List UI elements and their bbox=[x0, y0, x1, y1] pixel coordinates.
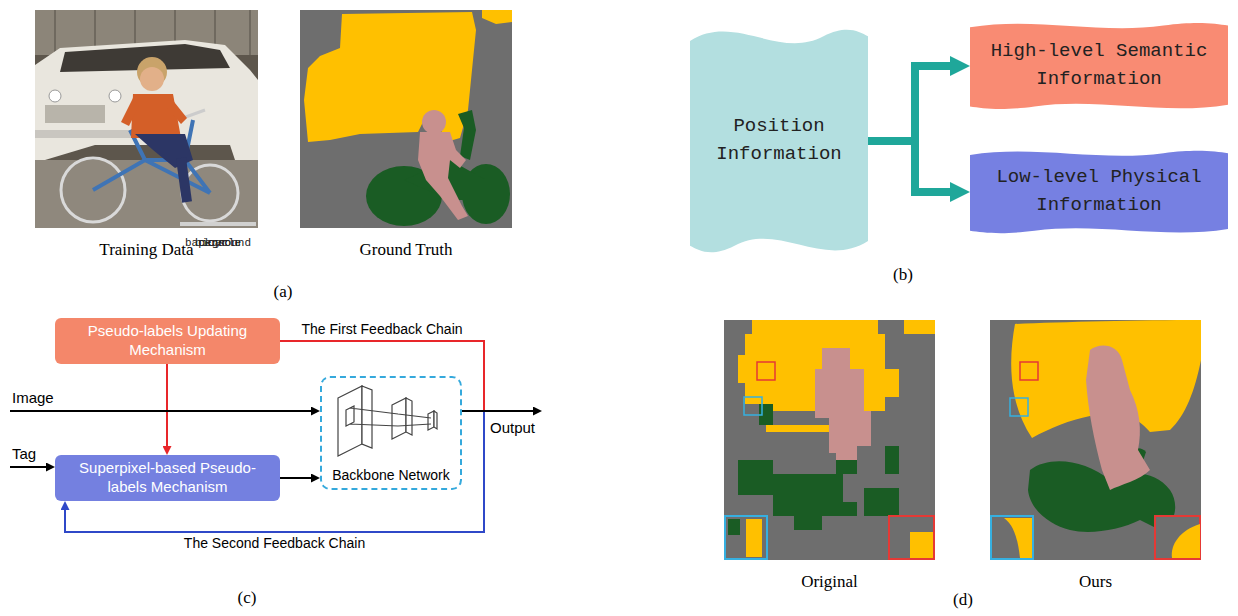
input-label: Image bbox=[12, 389, 54, 406]
cnn-sketch bbox=[338, 386, 437, 456]
original-result bbox=[836, 460, 857, 474]
ground-truth-mask bbox=[482, 10, 512, 24]
training-photo bbox=[181, 158, 187, 202]
panel-label: (b) bbox=[893, 265, 913, 285]
edge-label: The Second Feedback Chain bbox=[182, 535, 367, 551]
cnn-sketch bbox=[406, 398, 412, 435]
caption: Ground Truth bbox=[359, 240, 452, 260]
training-photo bbox=[49, 90, 61, 102]
our-result bbox=[1028, 461, 1175, 532]
our-result bbox=[990, 320, 1201, 560]
original-result bbox=[864, 488, 899, 516]
banner-shape bbox=[970, 151, 1228, 233]
our-result bbox=[1020, 362, 1038, 380]
info-banner: Low-level Physical Information bbox=[970, 148, 1228, 236]
original-result bbox=[724, 320, 935, 560]
photo-panel: Training Datacarpersonbicyclebackground bbox=[35, 10, 258, 228]
box-text: Superpixel-based Pseudo-labels Mechanism bbox=[75, 459, 260, 497]
original-result bbox=[904, 320, 935, 334]
panel-label: (d) bbox=[953, 590, 973, 610]
original-result bbox=[744, 397, 762, 415]
cnn-sketch bbox=[338, 386, 362, 456]
result-panel: Ours bbox=[990, 320, 1201, 560]
caption: Ours bbox=[1079, 572, 1112, 592]
io-wire bbox=[462, 410, 533, 412]
original-result bbox=[738, 460, 773, 495]
tag-box: carpersonbicyclebackground bbox=[180, 222, 256, 226]
training-photo bbox=[140, 67, 164, 91]
output-label: Output bbox=[490, 419, 535, 436]
caption: Training Data bbox=[99, 240, 193, 260]
backbone-box: Backbone Network bbox=[320, 376, 462, 490]
mask-panel: Ground Truth bbox=[300, 10, 512, 228]
ground-truth-mask bbox=[422, 110, 446, 134]
banner-text: Low-level Physical Information bbox=[982, 164, 1216, 219]
banner-shape bbox=[970, 148, 1228, 236]
training-photo bbox=[109, 90, 121, 102]
box-text: Backbone Network bbox=[332, 467, 450, 483]
mechanism-box: Pseudo-labels Updating Mechanism bbox=[55, 318, 280, 364]
original-result bbox=[746, 519, 762, 557]
original-result bbox=[910, 532, 933, 558]
edge-label: The First Feedback Chain bbox=[299, 321, 464, 337]
input-label: Tag bbox=[12, 445, 36, 462]
update-arrow bbox=[166, 364, 168, 446]
result-panel: Original bbox=[724, 320, 935, 560]
split-arrow bbox=[868, 141, 950, 192]
flow-arrow bbox=[280, 477, 311, 479]
cnn-sketch bbox=[346, 406, 431, 426]
our-result bbox=[1010, 398, 1028, 416]
banner-shape bbox=[690, 22, 868, 260]
box-text: Pseudo-labels Updating Mechanism bbox=[75, 322, 260, 360]
our-result bbox=[1172, 524, 1200, 558]
training-photo bbox=[121, 98, 187, 126]
our-result bbox=[1155, 516, 1200, 559]
original-result bbox=[815, 348, 871, 474]
training-photo bbox=[183, 110, 205, 118]
our-result bbox=[991, 516, 1033, 559]
ground-truth-mask bbox=[458, 110, 476, 160]
cnn-sketch bbox=[392, 398, 406, 439]
original-result bbox=[766, 425, 829, 432]
training-photo bbox=[35, 10, 258, 228]
original-result bbox=[773, 474, 843, 516]
original-result bbox=[728, 519, 740, 535]
panel-label: (a) bbox=[274, 282, 293, 302]
ground-truth-mask bbox=[304, 12, 476, 142]
tag-text: background bbox=[185, 238, 251, 249]
original-result bbox=[725, 516, 767, 559]
caption: Original bbox=[801, 572, 858, 592]
panel-label: (c) bbox=[238, 588, 257, 608]
banner-shape bbox=[970, 23, 1228, 109]
original-result bbox=[724, 320, 935, 560]
split-arrow bbox=[868, 66, 950, 141]
training-photo bbox=[131, 94, 181, 138]
our-result bbox=[1004, 518, 1032, 558]
original-result bbox=[836, 502, 857, 516]
original-result bbox=[889, 516, 934, 559]
ground-truth-mask bbox=[300, 10, 512, 228]
mechanism-box: Superpixel-based Pseudo-labels Mechanism bbox=[55, 455, 280, 501]
io-wire bbox=[10, 466, 46, 468]
ground-truth-mask bbox=[300, 10, 512, 228]
ground-truth-mask bbox=[418, 132, 468, 220]
io-wire bbox=[10, 410, 311, 412]
cnn-sketch bbox=[428, 411, 434, 430]
info-banner: High-level Semantic Information bbox=[970, 20, 1228, 112]
cnn-sketch bbox=[434, 411, 437, 429]
banner-text: Position Information bbox=[702, 113, 856, 168]
original-result bbox=[885, 446, 899, 474]
cnn-sketch bbox=[362, 386, 372, 448]
info-banner: Position Information bbox=[690, 22, 868, 260]
banner-shape bbox=[970, 20, 1228, 112]
original-result bbox=[757, 362, 775, 380]
original-result bbox=[794, 516, 822, 530]
training-photo bbox=[45, 105, 105, 123]
our-result bbox=[1086, 345, 1150, 490]
training-photo bbox=[35, 10, 258, 228]
our-result bbox=[990, 320, 1201, 560]
banner-text: High-level Semantic Information bbox=[982, 38, 1216, 93]
banner-shape bbox=[690, 30, 868, 252]
